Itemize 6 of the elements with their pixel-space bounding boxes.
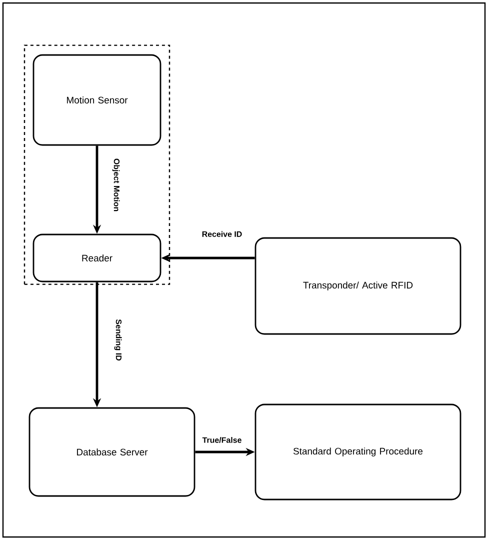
group-box	[24, 44, 170, 285]
process-box: Database Server	[28, 407, 196, 497]
process-box: Transponder/ Active RFID	[254, 237, 462, 335]
process-box: Reader	[32, 234, 162, 282]
process-box: Standard Operating Procedure	[254, 404, 462, 500]
process-box: Motion Sensor	[32, 54, 162, 146]
